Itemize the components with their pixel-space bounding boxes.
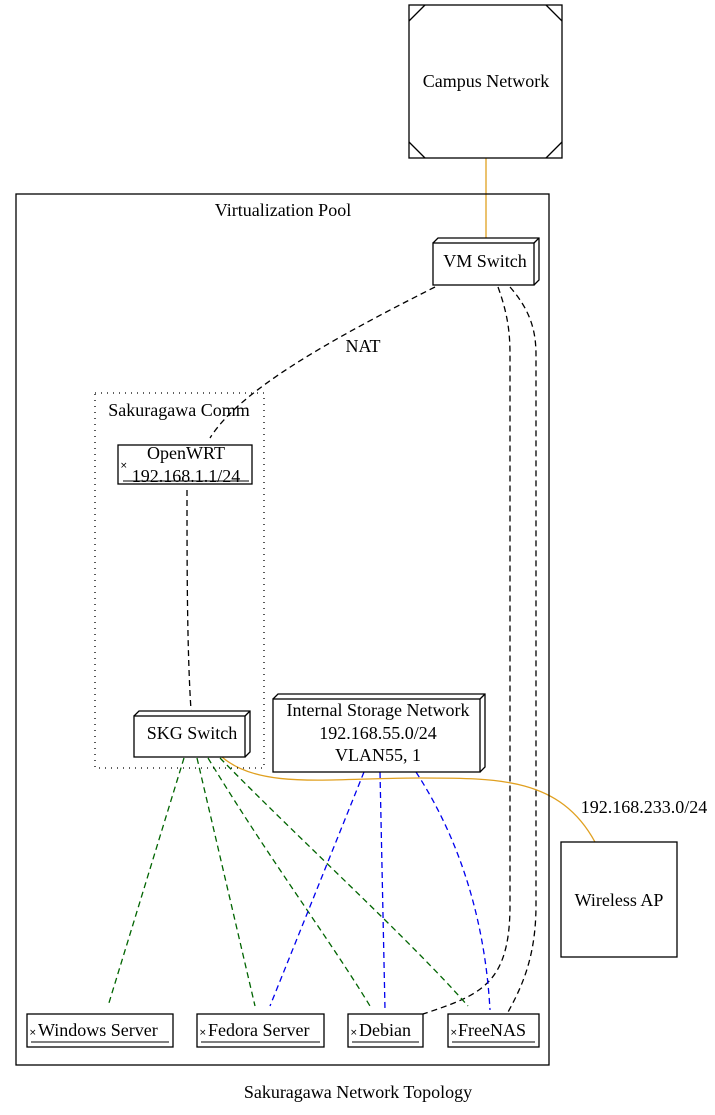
virtualization-pool-frame: [15, 193, 550, 1066]
wireless-subnet-label: 192.168.233.0/24: [581, 797, 708, 817]
edge-skg-windows: [107, 757, 185, 1007]
nat-edge-label: NAT: [346, 336, 381, 356]
freenas-marker-icon: ×: [450, 1028, 458, 1038]
campus-network-node: Campus Network: [408, 4, 563, 159]
openwrt-ip: 192.168.1.1/24: [132, 466, 241, 486]
fedora-server-marker-icon: ×: [199, 1028, 207, 1038]
diagram-caption: Sakuragawa Network Topology: [244, 1082, 472, 1102]
edge-storage-freenas: [415, 771, 491, 1011]
edge-skg-fedora: [196, 757, 256, 1007]
edge-vmswitch-freenas: [506, 286, 537, 1015]
vm-switch-label: VM Switch: [443, 251, 527, 271]
edge-vmswitch-openwrt: [209, 286, 436, 439]
sakuragawa-comm-group: [94, 392, 265, 769]
edge-skg-freenas: [219, 757, 469, 1007]
vm-switch-node: VM Switch: [432, 237, 540, 286]
internal-storage-network-node: Internal Storage Network 192.168.55.0/24…: [272, 693, 486, 773]
campus-network-label: Campus Network: [423, 71, 549, 91]
storage-network-vlan: VLAN55, 1: [335, 745, 421, 765]
openwrt-marker-icon: ×: [120, 461, 128, 471]
debian-node: × Debian: [347, 1013, 424, 1048]
wireless-ap-label: Wireless AP: [575, 890, 664, 910]
freenas-label: FreeNAS: [458, 1020, 526, 1040]
debian-label: Debian: [359, 1020, 411, 1040]
windows-server-label: Windows Server: [38, 1020, 158, 1040]
edge-skg-debian: [207, 757, 371, 1007]
openwrt-name: OpenWRT: [147, 443, 225, 463]
wireless-ap-node: Wireless AP: [560, 841, 678, 958]
fedora-server-node: × Fedora Server: [196, 1013, 325, 1048]
debian-marker-icon: ×: [350, 1028, 358, 1038]
storage-network-name: Internal Storage Network: [287, 700, 470, 720]
skg-switch-node: SKG Switch: [133, 710, 251, 758]
storage-network-subnet: 192.168.55.0/24: [319, 723, 437, 743]
edge-storage-fedora: [269, 771, 365, 1007]
skg-switch-label: SKG Switch: [147, 723, 238, 743]
openwrt-node: × OpenWRT 192.168.1.1/24: [117, 443, 253, 486]
edge-vmswitch-debian: [422, 286, 511, 1015]
virtualization-pool-label: Virtualization Pool: [215, 200, 351, 220]
edge-skgswitch-wirelessap: [221, 756, 596, 843]
fedora-server-label: Fedora Server: [208, 1020, 309, 1040]
edge-storage-debian: [379, 771, 386, 1011]
sakuragawa-comm-label: Sakuragawa Comm: [108, 400, 249, 420]
edge-openwrt-skgswitch: [186, 489, 192, 711]
freenas-node: × FreeNAS: [447, 1013, 540, 1048]
windows-server-marker-icon: ×: [29, 1028, 37, 1038]
windows-server-node: × Windows Server: [26, 1013, 174, 1048]
